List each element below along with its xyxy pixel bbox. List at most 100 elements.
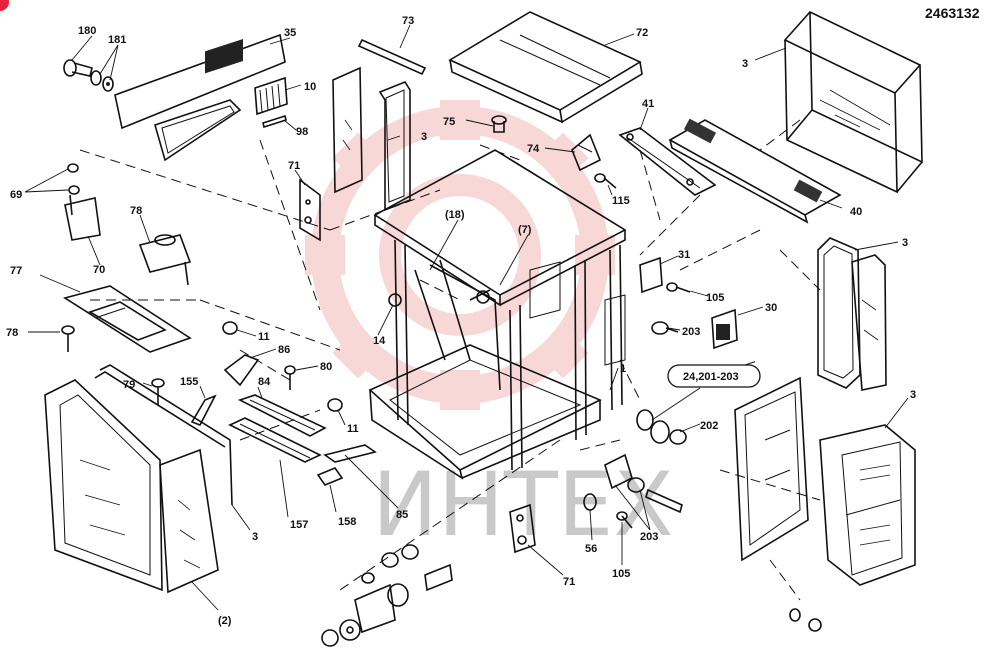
label-40: 40: [850, 206, 862, 218]
part-labels: 180 181 35 10 98 73 72 3 3 75 41 74 115 …: [6, 15, 916, 627]
screw-79: [151, 378, 165, 405]
knob-203-top: [651, 321, 679, 335]
washer-181: [90, 70, 114, 92]
label-181: 181: [108, 34, 126, 46]
label-35: 35: [284, 27, 296, 39]
cab-frame: [368, 149, 627, 480]
label-85: 85: [396, 509, 408, 521]
callout-box: 24,201-203: [667, 364, 761, 388]
seal-frame: [154, 99, 242, 162]
leader-lines: [24, 24, 909, 611]
label-18: (18): [445, 209, 465, 221]
label-155: 155: [180, 376, 198, 388]
step-40: [668, 118, 842, 224]
latch-31: [639, 256, 663, 294]
knob-75: [491, 115, 507, 133]
label-31: 31: [678, 249, 690, 261]
lamp-78: [138, 234, 192, 286]
label-11-a: 11: [258, 331, 270, 343]
label-56: 56: [585, 543, 597, 555]
front-window-2: [159, 448, 219, 594]
bushing-203: [604, 453, 683, 514]
window-3-bottom-right: [819, 424, 916, 586]
label-78-a: 78: [130, 205, 142, 217]
label-105-a: 105: [706, 292, 724, 304]
label-30: 30: [765, 302, 777, 314]
screw-78-bottom: [61, 325, 75, 352]
window-3-top-right: [783, 11, 923, 194]
label-115: 115: [612, 195, 630, 207]
screw-105-top: [666, 282, 691, 293]
label-105-b: 105: [612, 568, 630, 580]
bracket-71: [299, 178, 321, 242]
plate-85: [323, 444, 377, 463]
label-7: (7): [518, 224, 532, 236]
label-69: 69: [10, 189, 22, 201]
label-3-c: 3: [902, 237, 908, 249]
label-3-e: 3: [252, 531, 258, 543]
panel-vents: [205, 39, 243, 74]
rear-panel-assembly: [63, 33, 288, 162]
link-155: [190, 394, 217, 426]
door-frame-1: [734, 376, 809, 562]
bolt-180: [63, 59, 93, 77]
label-72: 72: [636, 27, 648, 39]
label-80: 80: [320, 361, 332, 373]
label-203-a: 203: [682, 326, 700, 338]
grommet-11-top: [222, 321, 238, 335]
label-73: 73: [402, 15, 414, 27]
watermark-text: ИНТЕХ: [372, 453, 674, 556]
handle-202: [636, 409, 687, 445]
rail-41: [618, 127, 717, 196]
label-75: 75: [443, 116, 455, 128]
watermark-logo: [305, 100, 615, 410]
label-11-b: 11: [347, 423, 359, 435]
label-203-b: 203: [640, 531, 658, 543]
label-86: 86: [278, 344, 290, 356]
screw-115: [594, 173, 617, 189]
label-158: 158: [338, 516, 356, 528]
label-98: 98: [296, 126, 308, 138]
window-3-right-mid: [817, 237, 887, 391]
screw-105-bottom: [616, 511, 633, 529]
grommet-11-bottom: [327, 398, 343, 412]
label-79: 79: [123, 379, 135, 391]
strip-98: [262, 114, 287, 129]
hinge-assembly-bottom: [321, 544, 453, 647]
bracket-71-bottom: [509, 503, 536, 554]
bolt-bottom-right: [789, 608, 822, 632]
strip-73: [357, 38, 427, 76]
label-1: 1: [620, 363, 626, 375]
label-3-d: 3: [910, 389, 916, 401]
corner-marker: [0, 0, 9, 11]
front-door-3: [44, 364, 233, 592]
label-180: 180: [78, 25, 96, 37]
label-71-b: 71: [563, 576, 575, 588]
label-74: 74: [527, 143, 540, 155]
latch-30: [711, 308, 738, 350]
label-41: 41: [642, 98, 654, 110]
rail-84: [237, 394, 327, 437]
screw-80: [284, 365, 296, 390]
reference-number: 2463132: [925, 5, 980, 21]
label-70: 70: [93, 264, 105, 276]
label-2: (2): [218, 615, 232, 627]
label-78-b: 78: [6, 327, 18, 339]
callout-box-text: 24,201-203: [683, 371, 739, 383]
pad-158: [316, 467, 344, 486]
window-3-pillar: [332, 66, 411, 212]
label-202: 202: [700, 420, 718, 432]
bracket-86: [223, 354, 260, 387]
rail-157: [228, 417, 322, 463]
hinge-74: [571, 133, 602, 172]
label-14: 14: [373, 335, 386, 347]
label-71-a: 71: [288, 160, 300, 172]
label-3-a: 3: [742, 58, 748, 70]
label-77: 77: [10, 265, 22, 277]
label-10: 10: [304, 81, 316, 93]
bracket-70: [64, 163, 101, 241]
tray-77: [63, 285, 192, 353]
projection-lines: [79, 119, 821, 601]
panel-35: [114, 33, 286, 130]
